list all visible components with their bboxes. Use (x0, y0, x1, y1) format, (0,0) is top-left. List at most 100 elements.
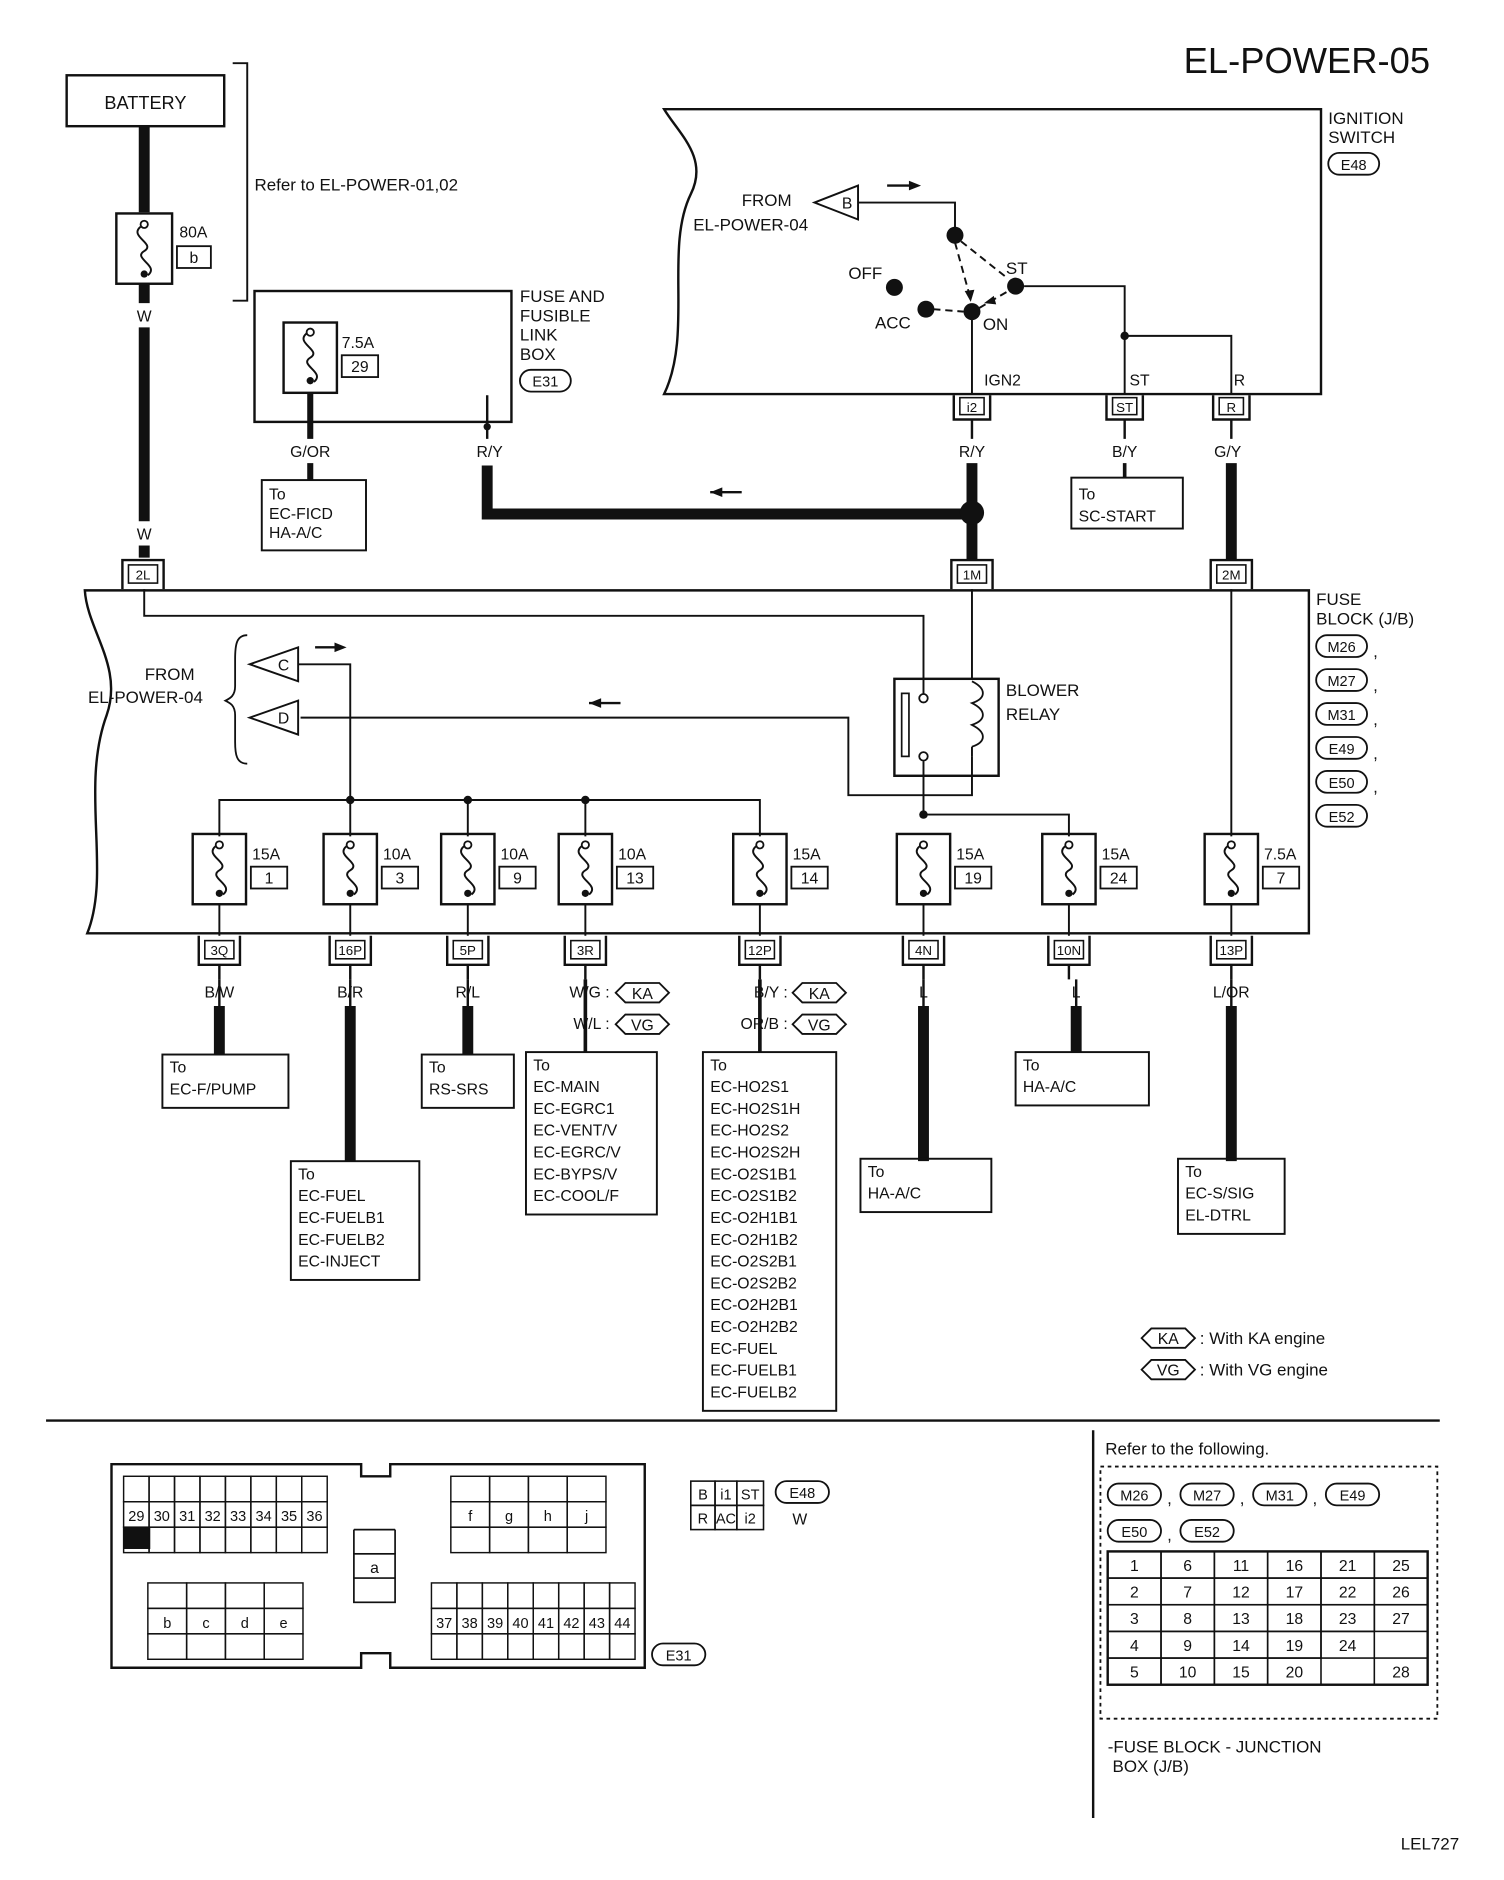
footer-code: LEL727 (1401, 1835, 1459, 1854)
jb-cavity-6: 6 (1183, 1558, 1192, 1575)
jb-cavity-27: 27 (1392, 1611, 1410, 1628)
wire-3r-ka-tag: KA (632, 986, 654, 1003)
fuse-1-amp: 15A (252, 846, 281, 863)
ignition-pin-r: R (1226, 400, 1236, 415)
ignition-from-tag: B (842, 196, 853, 213)
dest-main-line-2: EC-EGRC1 (533, 1101, 614, 1118)
e31-cell-41: 41 (538, 1616, 554, 1632)
fuse-3-number: 3 (396, 871, 405, 888)
e31-cell-34: 34 (256, 1509, 272, 1525)
blower-relay-label-2: RELAY (1006, 705, 1060, 724)
jb-cavity-14: 14 (1232, 1638, 1250, 1655)
ignition-pin-i2: i2 (967, 400, 977, 415)
jb-cavity-23: 23 (1339, 1611, 1357, 1628)
e48-cell-r: R (698, 1512, 708, 1528)
ignition-term-r: R (1234, 373, 1245, 390)
dest-fuel-line-0: To (298, 1166, 315, 1183)
fuse-24-pin: 10N (1057, 943, 1081, 958)
fuse-13-pin: 3R (577, 943, 594, 958)
dest-main-line-4: EC-EGRC/V (533, 1145, 621, 1162)
dest-ho2s-line-9: EC-O2S2B1 (710, 1254, 797, 1271)
fuse-block-connector-comma: , (1373, 710, 1378, 729)
wire-g-or: G/OR (290, 444, 330, 461)
e31-cell-38: 38 (462, 1616, 478, 1632)
e31-cell-f: f (468, 1509, 473, 1525)
fuse-14-number: 14 (801, 871, 819, 888)
dest-s-sig-line-1: EC-S/SIG (1185, 1186, 1254, 1203)
battery-fuse-id: b (190, 250, 199, 267)
e31-cell-40: 40 (512, 1616, 528, 1632)
jb-cavity-26: 26 (1392, 1584, 1410, 1601)
dest-ha-ac-24-line-1: HA-A/C (1023, 1079, 1076, 1096)
dest-ho2s-line-2: EC-HO2S1H (710, 1101, 800, 1118)
fuse-24-number: 24 (1110, 871, 1128, 888)
refer-connector-e50: E50 (1121, 1525, 1147, 1541)
refer-connector-e49: E49 (1340, 1489, 1366, 1505)
jb-cavity-16: 16 (1286, 1558, 1304, 1575)
e31-cell-36: 36 (306, 1509, 322, 1525)
dest-ho2s-line-0: To (710, 1057, 727, 1074)
dest-main-line-1: EC-MAIN (533, 1079, 600, 1096)
refer-connector-m27: M27 (1193, 1489, 1221, 1505)
fuse-13-number: 13 (626, 871, 644, 888)
wire-label-3r-vg: W/L : (573, 1016, 609, 1033)
jb-cavity-20: 20 (1286, 1664, 1304, 1681)
e31-cell-j: j (584, 1509, 588, 1525)
dest-main-line-6: EC-COOL/F (533, 1188, 619, 1205)
dest-ho2s-line-11: EC-O2H2B1 (710, 1297, 798, 1314)
dest-ho2s-line-7: EC-O2H1B1 (710, 1210, 798, 1227)
dest-s-sig-line-2: EL-DTRL (1185, 1208, 1251, 1225)
battery-section: BATTERY 80A b W W Refer to EL-POWER-01,0… (65, 62, 458, 558)
dest-ho2s-line-6: EC-O2S1B2 (710, 1188, 797, 1205)
dest-sc-start-2: SC-START (1079, 508, 1157, 525)
jb-cavity-2: 2 (1130, 1584, 1139, 1601)
wire-label-3q: B/W (204, 985, 234, 1002)
fuse-29-number: 29 (351, 359, 369, 376)
fuse-9-pin: 5P (460, 943, 476, 958)
refer-connector-m26: M26 (1120, 1489, 1148, 1505)
dest-ho2s: ToEC-HO2S1EC-HO2S1HEC-HO2S2EC-HO2S2HEC-O… (701, 1051, 838, 1412)
refer-connector-e52: E52 (1194, 1525, 1220, 1541)
ignition-pos-st: ST (1006, 259, 1028, 278)
e48-cell-i1: i1 (720, 1487, 731, 1503)
e31-cell-42: 42 (563, 1616, 579, 1632)
fuse-3-pin: 16P (338, 943, 362, 958)
fuse-14-pin: 12P (748, 943, 772, 958)
fuse-link-box-label-2: FUSIBLE (520, 306, 591, 325)
dest-s-sig-line-0: To (1185, 1164, 1202, 1181)
wire-b-y: B/Y (1112, 444, 1138, 461)
e31-cell-g: g (505, 1509, 513, 1525)
refer-connector-comma: , (1167, 1526, 1172, 1545)
jb-cavity-21: 21 (1339, 1558, 1357, 1575)
fuse-9-number: 9 (513, 871, 522, 888)
jb-cavity-17: 17 (1286, 1584, 1304, 1601)
jb-cavity-25: 25 (1392, 1558, 1410, 1575)
wire-3r-vg-tag: VG (631, 1017, 654, 1034)
dest-fuel-line-3: EC-FUELB2 (298, 1232, 385, 1249)
dest-ho2s-line-12: EC-O2H2B2 (710, 1319, 798, 1336)
wire-label-10n: L (1072, 985, 1081, 1002)
jb-cavity-4: 4 (1130, 1638, 1139, 1655)
e31-cell-37: 37 (436, 1616, 452, 1632)
wire-label-16p: B/R (337, 985, 363, 1002)
fuse-7-number: 7 (1277, 871, 1286, 888)
refer-panel-title: Refer to the following. (1105, 1439, 1269, 1458)
fuse-block-connector-e49: E49 (1329, 742, 1355, 758)
wire-r-y-right: R/Y (959, 444, 986, 461)
jb-cavity-5: 5 (1130, 1664, 1139, 1681)
legend-ka-text: : With KA engine (1200, 1329, 1325, 1348)
refer-connector-comma: , (1313, 1489, 1318, 1508)
dest-ha-ac-19-line-1: HA-A/C (868, 1186, 921, 1203)
jb-cavity-24: 24 (1339, 1638, 1357, 1655)
legend-vg-text: : With VG engine (1200, 1361, 1328, 1380)
jb-cavity-19: 19 (1286, 1638, 1304, 1655)
legend-vg-tag: VG (1157, 1363, 1180, 1380)
e31-cell-30: 30 (154, 1509, 170, 1525)
